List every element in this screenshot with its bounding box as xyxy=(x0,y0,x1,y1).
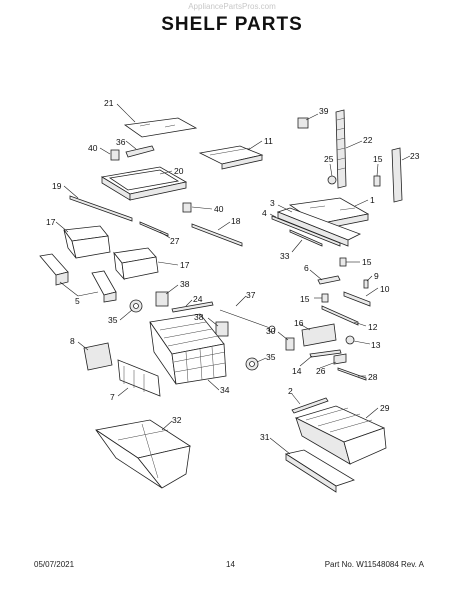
callout-6: 6 xyxy=(304,263,309,273)
part-10-rail[interactable] xyxy=(343,291,371,307)
callout-2: 2 xyxy=(288,386,293,396)
callout-30: 30 xyxy=(266,326,276,336)
part-17-bin-right[interactable] xyxy=(113,247,159,281)
callout-13: 13 xyxy=(371,340,381,350)
callout-28: 28 xyxy=(368,372,378,382)
part-39-clip[interactable] xyxy=(297,117,309,129)
callout-17-b: 17 xyxy=(180,260,190,270)
part-30-clip[interactable] xyxy=(285,337,295,351)
part-31-crisper-cover[interactable] xyxy=(284,449,355,493)
part-6-bracket[interactable] xyxy=(317,275,341,285)
callout-3: 3 xyxy=(270,198,275,208)
part-4-shelf-trim[interactable] xyxy=(271,215,341,247)
part-2-pin[interactable] xyxy=(291,397,329,414)
part-15-screw-middle[interactable] xyxy=(339,257,347,267)
callout-14: 14 xyxy=(292,366,302,376)
callout-5: 5 xyxy=(75,296,80,306)
watermark: AppliancePartsPros.com xyxy=(188,2,276,11)
callout-26: 26 xyxy=(316,366,326,376)
part-8-bracket[interactable] xyxy=(83,342,113,371)
callout-15-c: 15 xyxy=(300,294,310,304)
callout-4: 4 xyxy=(262,208,267,218)
callout-31: 31 xyxy=(260,432,270,442)
part-40-clip-left[interactable] xyxy=(110,149,120,161)
part-5-door-bin-b[interactable] xyxy=(91,270,117,303)
part-36-bracket[interactable] xyxy=(125,145,155,158)
callout-21: 21 xyxy=(104,98,114,108)
part-7-divider[interactable] xyxy=(117,359,161,397)
part-9-pin[interactable] xyxy=(363,279,369,289)
callout-25: 25 xyxy=(324,154,334,164)
callout-35-a: 35 xyxy=(108,315,118,325)
part-3-shelf-frame[interactable] xyxy=(276,207,362,247)
part-21-glass-shelf[interactable] xyxy=(123,117,198,138)
callout-40-a: 40 xyxy=(88,143,98,153)
part-33-rod[interactable] xyxy=(289,229,323,247)
callout-8: 8 xyxy=(70,336,75,346)
footer-page-number: 14 xyxy=(226,560,235,569)
page-title: SHELF PARTS xyxy=(161,14,303,35)
callout-17-a: 17 xyxy=(46,217,56,227)
part-14-rod[interactable] xyxy=(309,349,342,358)
callout-38-a: 38 xyxy=(180,279,190,289)
part-5-door-bin-a[interactable] xyxy=(39,253,69,286)
callout-19: 19 xyxy=(52,181,62,191)
part-13-knob[interactable] xyxy=(345,335,355,345)
part-37-rod[interactable] xyxy=(219,309,276,333)
callout-12: 12 xyxy=(368,322,378,332)
footer-part-number: Part No. W11548084 Rev. A xyxy=(324,560,424,569)
callout-40-b: 40 xyxy=(214,204,224,214)
part-20-shelf-frame[interactable] xyxy=(100,166,188,201)
callout-32: 32 xyxy=(172,415,182,425)
callout-39: 39 xyxy=(319,106,329,116)
callout-1: 1 xyxy=(370,195,375,205)
callout-38-b: 38 xyxy=(194,312,204,322)
part-29-tray[interactable] xyxy=(294,405,387,465)
part-18-rod[interactable] xyxy=(191,223,243,247)
part-28-rod[interactable] xyxy=(337,367,367,381)
callout-20: 20 xyxy=(174,166,184,176)
part-12-rail[interactable] xyxy=(321,305,359,326)
part-16-bracket[interactable] xyxy=(301,323,337,347)
part-35-knob-left[interactable] xyxy=(129,299,143,313)
part-27-rod[interactable] xyxy=(139,221,169,237)
callout-16: 16 xyxy=(294,318,304,328)
part-38-bracket-b[interactable] xyxy=(215,321,229,337)
part-11-shelf[interactable] xyxy=(198,145,264,170)
callout-36: 36 xyxy=(116,137,126,147)
callout-35-b: 35 xyxy=(266,352,276,362)
callout-11: 11 xyxy=(264,136,273,146)
part-34-wire-basket[interactable] xyxy=(149,313,227,385)
part-24-rail[interactable] xyxy=(171,301,214,313)
part-25-knob[interactable] xyxy=(327,175,337,185)
part-32-crisper-drawer[interactable] xyxy=(94,419,192,489)
part-15-screw-top[interactable] xyxy=(373,175,381,187)
part-19-rod[interactable] xyxy=(69,195,133,222)
part-23-vertical-rail[interactable] xyxy=(391,147,403,203)
callout-15-b: 15 xyxy=(362,257,372,267)
part-15-screw-lower[interactable] xyxy=(321,293,329,303)
callout-29: 29 xyxy=(380,403,390,413)
callout-27: 27 xyxy=(170,236,180,246)
callout-34: 34 xyxy=(220,385,230,395)
callout-10: 10 xyxy=(380,284,390,294)
callout-37: 37 xyxy=(246,290,256,300)
part-17-bin-left[interactable] xyxy=(63,225,111,259)
part-35-knob-right[interactable] xyxy=(245,357,259,371)
callout-9: 9 xyxy=(374,271,379,281)
callout-18: 18 xyxy=(231,216,241,226)
callout-33: 33 xyxy=(280,251,290,261)
callout-22: 22 xyxy=(363,135,373,145)
footer-date: 05/07/2021 xyxy=(34,560,75,569)
callout-7: 7 xyxy=(110,392,115,402)
callout-23: 23 xyxy=(410,151,420,161)
callout-24: 24 xyxy=(193,294,203,304)
part-38-bracket-a[interactable] xyxy=(155,291,169,307)
part-22-ladder-rail[interactable] xyxy=(335,109,347,189)
part-26-rail[interactable] xyxy=(333,353,347,365)
callout-15-a: 15 xyxy=(373,154,383,164)
part-40-clip-right[interactable] xyxy=(182,202,192,213)
